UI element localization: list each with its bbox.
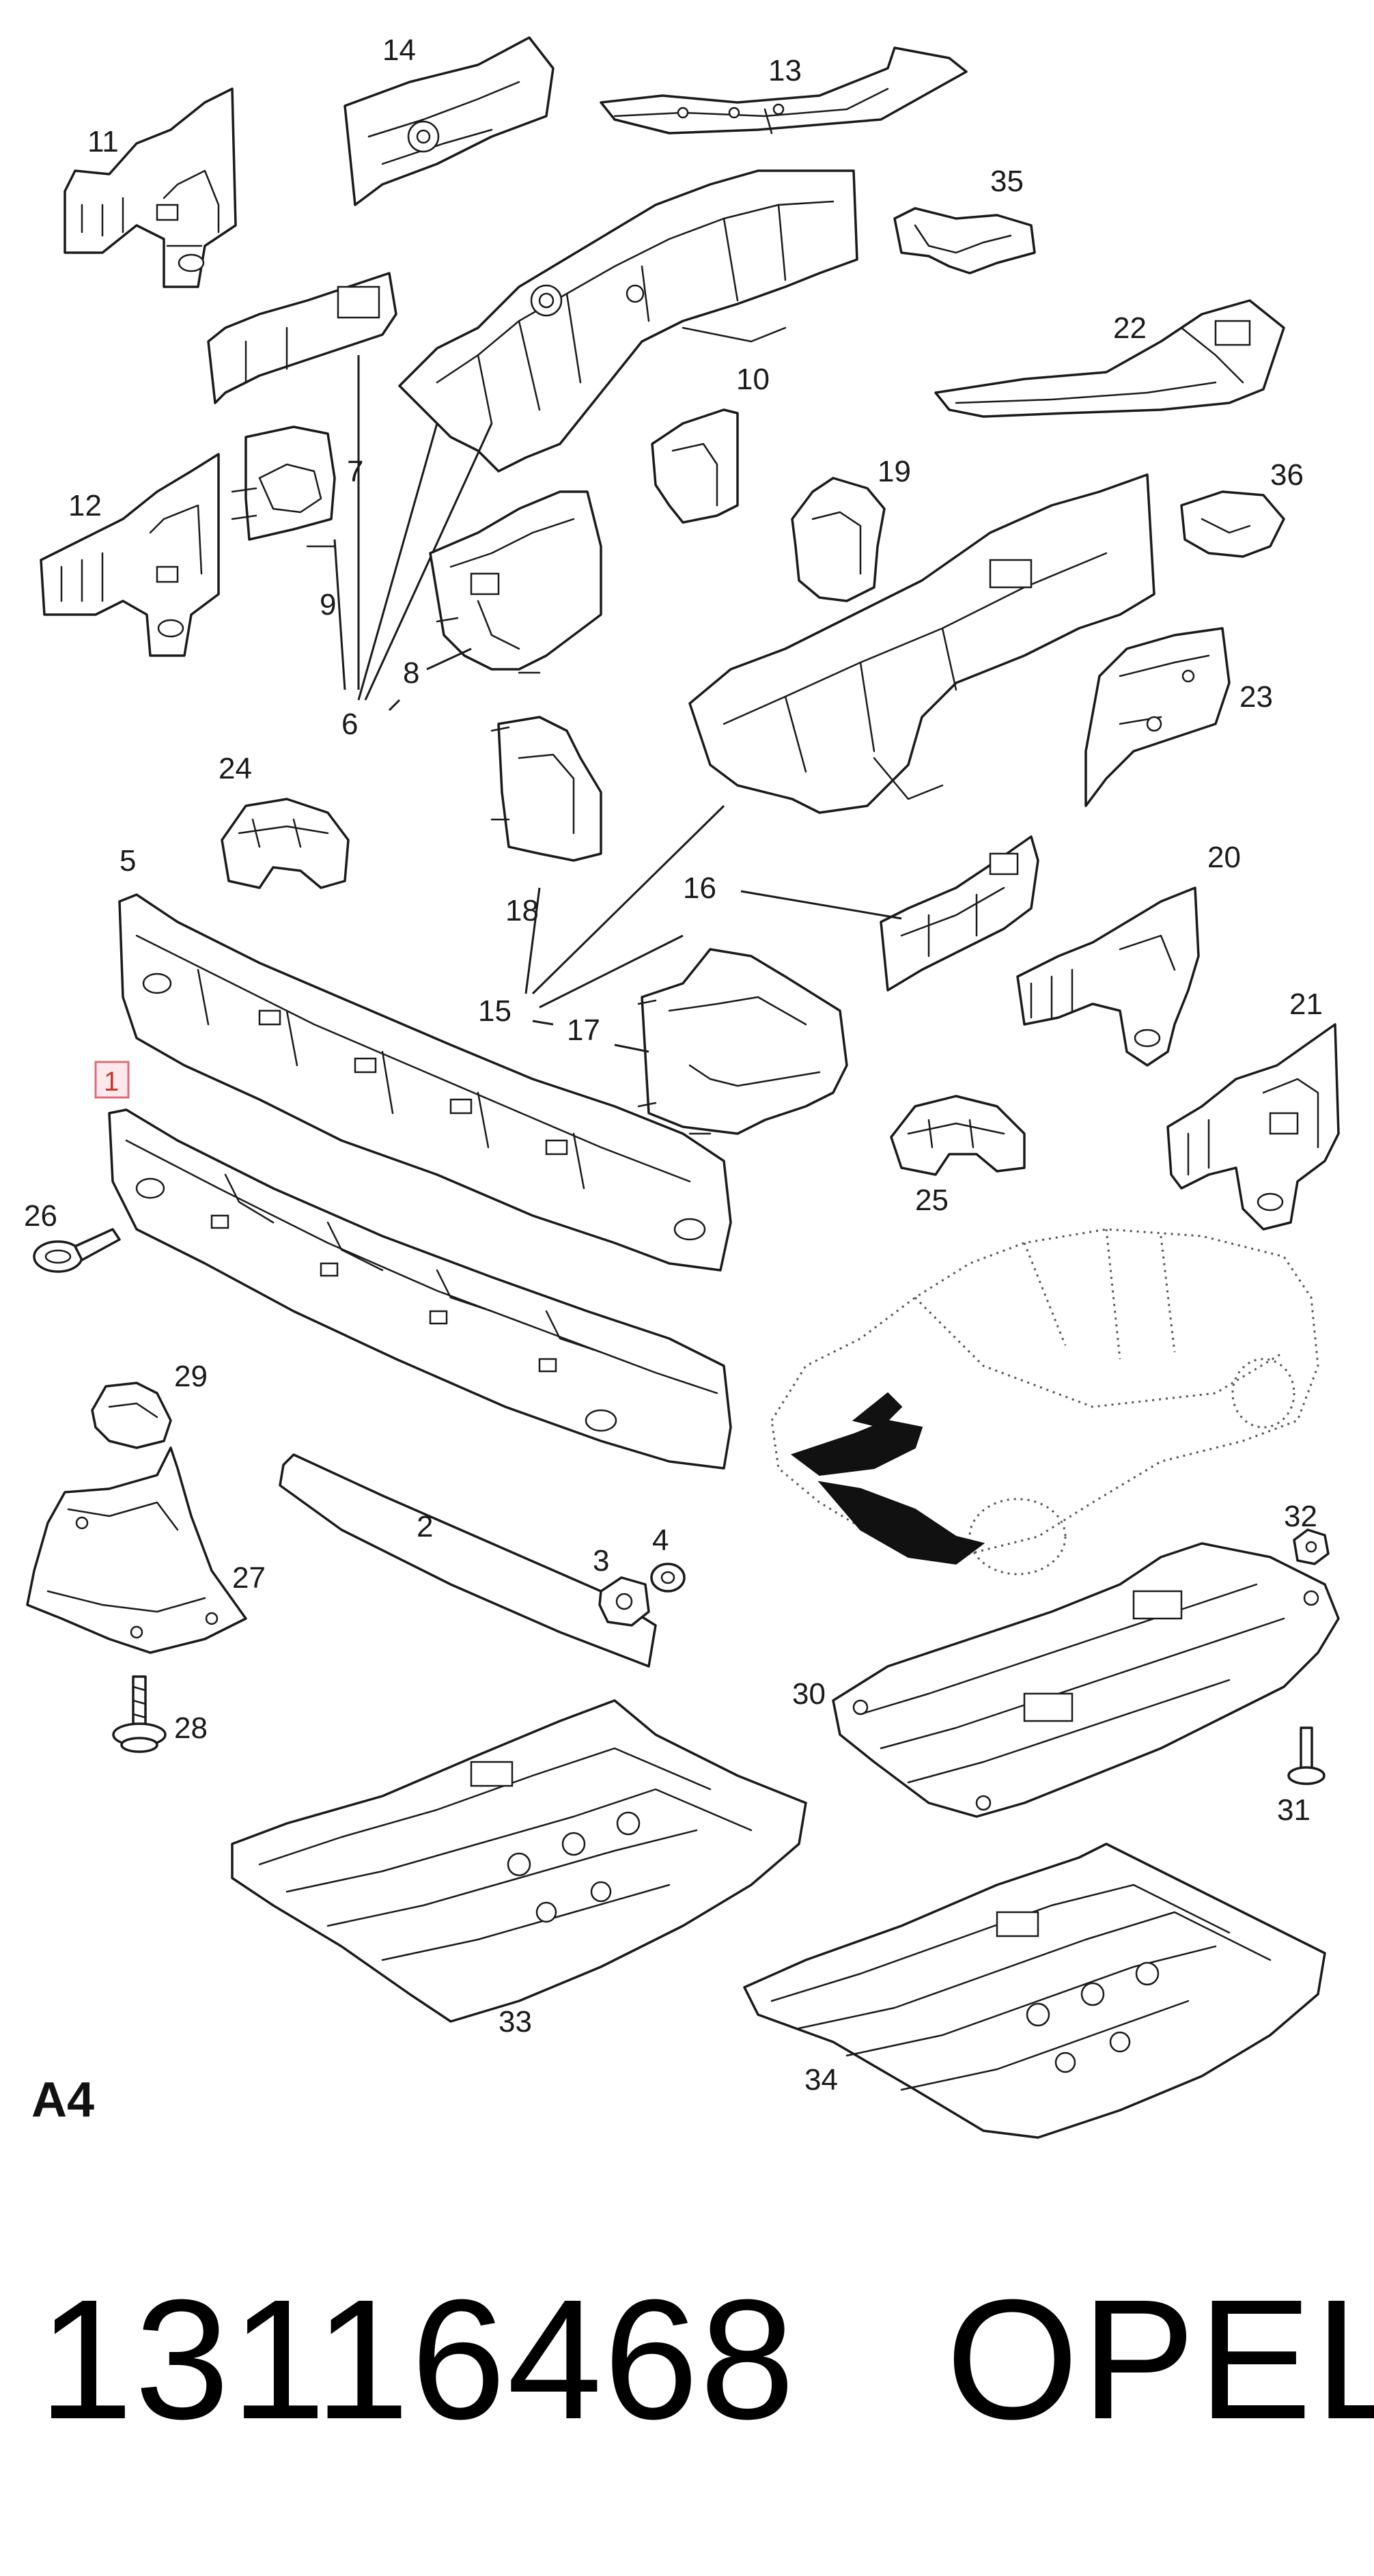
callout-26: 26 (24, 1199, 57, 1233)
part-4-washer[interactable] (650, 1563, 686, 1593)
callout-34: 34 (804, 2063, 838, 2097)
callout-5: 5 (120, 844, 136, 878)
part-12-panel[interactable] (40, 453, 220, 657)
part-7-bracket[interactable] (207, 272, 397, 404)
part-31-bolt[interactable] (1287, 1726, 1326, 1785)
callout-31: 31 (1277, 1793, 1310, 1827)
callout-4: 4 (652, 1524, 669, 1557)
part-34-underbody-panel[interactable] (743, 1843, 1326, 2139)
part-6-front-member[interactable] (398, 169, 858, 473)
callout-14: 14 (382, 33, 416, 67)
callout-1-highlight (94, 1061, 130, 1099)
callout-1: 1 (104, 1067, 119, 1097)
part-20-panel[interactable] (1016, 886, 1200, 1067)
part-10-bracket[interactable] (651, 408, 739, 524)
callout-29: 29 (174, 1360, 208, 1393)
part-19-bracket[interactable] (791, 477, 886, 602)
callout-19: 19 (878, 455, 911, 488)
part-32-nut[interactable] (1293, 1528, 1330, 1565)
brand-name: OPEL (946, 2264, 1374, 2454)
callout-35: 35 (990, 165, 1024, 198)
callout-7: 7 (347, 455, 363, 488)
callout-28: 28 (174, 1711, 208, 1745)
part-17-box-bracket[interactable] (637, 948, 848, 1135)
callout-12: 12 (68, 489, 102, 522)
callout-27: 27 (232, 1561, 266, 1595)
part-24-bracket[interactable] (221, 798, 350, 889)
part-26-towing-eye[interactable] (33, 1228, 121, 1273)
callout-3: 3 (593, 1544, 609, 1578)
callout-21: 21 (1289, 988, 1323, 1021)
callout-33: 33 (499, 2005, 532, 2039)
callout-10: 10 (736, 363, 770, 396)
part-number: 13116468 (38, 2264, 796, 2454)
part-13-rail[interactable] (600, 46, 968, 135)
part-8-box-bracket[interactable] (429, 490, 602, 674)
part-2-seal-strip[interactable] (279, 1453, 657, 1668)
callout-24: 24 (219, 752, 252, 785)
part-3-nut[interactable] (598, 1576, 650, 1627)
part-1-bumper-reinforcement[interactable] (108, 1108, 732, 1470)
part-18-bracket[interactable] (490, 716, 602, 862)
part-28-screw[interactable] (112, 1675, 167, 1753)
part-30-engine-undertray[interactable] (832, 1542, 1340, 1818)
part-36-bracket[interactable] (1180, 490, 1285, 558)
callout-2: 2 (417, 1510, 433, 1543)
callout-30: 30 (792, 1677, 826, 1711)
callout-6: 6 (341, 708, 358, 741)
part-22-rail[interactable] (934, 299, 1285, 418)
callout-23: 23 (1239, 680, 1273, 714)
callout-11: 11 (87, 125, 119, 158)
callout-20: 20 (1207, 841, 1241, 874)
part-5-reinforcement[interactable] (118, 893, 732, 1272)
callout-22: 22 (1113, 311, 1147, 345)
part-35-bracket[interactable] (893, 207, 1036, 275)
callout-13: 13 (768, 54, 802, 87)
callout-9: 9 (320, 588, 336, 621)
vehicle-location-view (770, 1228, 1319, 1576)
callout-25: 25 (915, 1184, 949, 1217)
part-14-panel[interactable] (344, 36, 555, 206)
part-16-bracket[interactable] (880, 835, 1039, 992)
part-33-underbody-panel[interactable] (231, 1699, 807, 2023)
callout-17: 17 (567, 1013, 600, 1047)
part-21-panel[interactable] (1166, 1023, 1340, 1231)
callout-8: 8 (403, 656, 419, 690)
callout-16: 16 (683, 871, 716, 905)
callout-18: 18 (505, 894, 539, 927)
callout-15: 15 (478, 994, 511, 1028)
part-9-plate[interactable] (231, 425, 336, 548)
part-29-clip[interactable] (91, 1382, 172, 1449)
part-15-side-member[interactable] (688, 473, 1155, 814)
part-11-panel[interactable] (64, 87, 237, 288)
section-tag: A4 (31, 2073, 95, 2127)
callout-36: 36 (1270, 458, 1304, 492)
part-27-splash-shield[interactable] (26, 1446, 247, 1654)
part-25-bracket[interactable] (890, 1095, 1026, 1176)
callout-32: 32 (1284, 1500, 1317, 1533)
part-23-panel[interactable] (1084, 627, 1231, 807)
